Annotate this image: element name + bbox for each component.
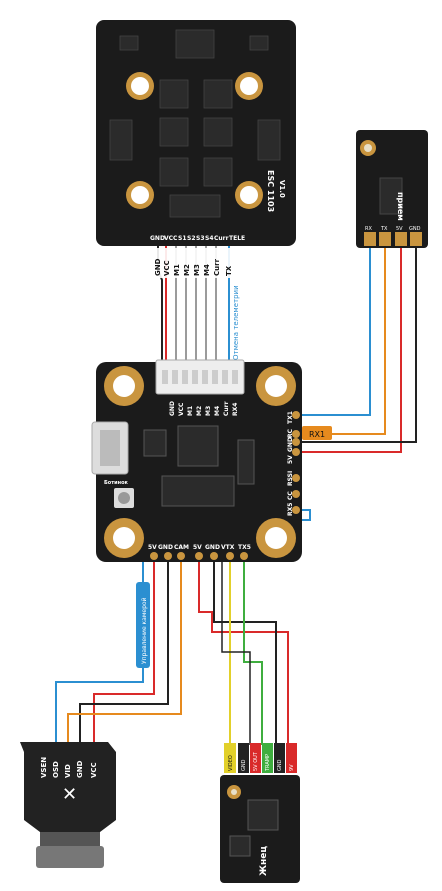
rx1-label: RX1 [302, 426, 332, 440]
wire-rx5-cam [55, 509, 311, 746]
camera-pin-2: VID [64, 764, 72, 778]
fc-conn-1: VCC [178, 402, 185, 416]
esc-wire-label-5: M4 [203, 264, 211, 276]
esc-pad-4: S3 [196, 235, 205, 242]
camera: ✕ VSEN OSD VID GND VCC [20, 742, 116, 868]
wire-vtx-tramp [243, 553, 263, 745]
receiver-pin-0: RX [365, 226, 372, 232]
fc-bottom-2: CAM [174, 544, 189, 551]
fc-conn-2: M1 [187, 406, 194, 416]
fc-right-4: RSSI [287, 471, 294, 486]
camera-pin-0: VSEN [40, 757, 48, 778]
fc-bottom-6: TX5 [238, 544, 251, 551]
vtx-pin-4: GND [277, 759, 283, 771]
fc-mcu-chip [177, 425, 219, 467]
fc-conn-3: M2 [196, 406, 203, 416]
fc-conn-4: M3 [205, 406, 212, 416]
fc-bottom-pads [150, 552, 248, 560]
fc-right-2: GND [287, 437, 294, 452]
receiver-pin-1: TX [380, 226, 388, 232]
esc-pad-5: S4 [205, 235, 214, 242]
camera-pin-4: VCC [90, 762, 98, 778]
fc-right-1: RC [287, 428, 294, 438]
esc-pad-6: Curr [214, 235, 229, 242]
fc-bottom-0: 5V [148, 544, 157, 551]
fc-bottom-labels: 5V GND CAM 5V GND VTX TX5 [148, 544, 251, 551]
wire-rx-rc [302, 248, 386, 435]
wire-vtx-5v [198, 553, 289, 745]
receiver-pins: RX TX 5V GND [364, 226, 422, 246]
vtx-pin-0: VIDEO [228, 755, 234, 771]
receiver-board: прием RX TX 5V GND [356, 130, 428, 248]
fc-right-0: TX1 [287, 411, 294, 424]
fc-conn-6: Curr [223, 401, 230, 416]
fc-right-pads [292, 411, 300, 514]
esc-wire-label-2: M1 [173, 264, 181, 276]
wire-cam-gnd [79, 553, 169, 746]
esc-pad-labels: GND VCC S1 S2 S3 S4 Curr TELE [150, 235, 245, 242]
fc-right-labels: TX1 RC GND 5V RSSI CC RX5 [287, 411, 294, 516]
fc-right-5: CC [287, 491, 294, 500]
camera-control-text: Управление камерой [141, 597, 148, 664]
fc-conn-0: GND [169, 401, 176, 416]
vtx-pin-tags: VIDEO GND 5V OUT TRAMP GND 9V [224, 743, 297, 773]
fc-esc-connector [155, 359, 245, 395]
fc-bottom-3: 5V [193, 544, 202, 551]
camera-control-note: Управление камерой [136, 582, 150, 668]
fc-right-3: 5V [287, 455, 294, 464]
telemetry-note: Отмена телеметрии [232, 285, 240, 360]
camera-logo-icon: ✕ [62, 784, 77, 805]
esc-wire-label-4: M3 [193, 264, 201, 276]
esc-board: ESC 1103 V1.0 GND VCC S1 S2 S3 S4 Curr T… [96, 20, 296, 246]
fc-osd-chip [161, 475, 235, 507]
fc-board: GND VCC M1 M2 M3 M4 Curr RX4 Ботинок TX1… [91, 359, 302, 562]
esc-pad-7: TELE [229, 235, 245, 242]
receiver-pin-3: GND [409, 226, 421, 232]
fc-bottom-1: GND [158, 544, 173, 551]
fc-bottom-4: GND [205, 544, 220, 551]
vtx-board: VIDEO GND 5V OUT TRAMP GND 9V Жнец [220, 743, 300, 883]
wire-cam-video [67, 553, 182, 746]
esc-pad-0: GND [150, 235, 165, 242]
fc-right-6: RX5 [287, 503, 294, 516]
vtx-pin-1: GND [241, 759, 247, 771]
camera-pin-labels: VSEN OSD VID GND VCC [40, 757, 98, 778]
telemetry-note-text: Отмена телеметрии [232, 285, 240, 360]
esc-wire-label-0: GND [154, 258, 162, 276]
camera-pin-3: GND [76, 760, 84, 778]
wire-vtx-gnd2 [221, 553, 251, 745]
esc-wire-label-7: TX [225, 265, 233, 276]
esc-pad-2: S1 [178, 235, 187, 242]
wire-rx-tx1 [302, 248, 371, 416]
receiver-label: прием [396, 192, 405, 221]
fc-conn-5: M4 [214, 406, 221, 416]
wire-rx-gnd [302, 248, 417, 443]
fc-conn-7: RX4 [232, 403, 239, 416]
vtx-label: Жнец [259, 846, 269, 876]
boot-button-label: Ботинок [104, 480, 129, 486]
wire-cam-5v [93, 553, 155, 746]
receiver-pin-2: 5V [396, 226, 403, 232]
vtx-pin-2: 5V OUT [253, 751, 259, 771]
vtx-pin-5: 9V [289, 764, 295, 771]
vtx-pin-3: TRAMP [265, 754, 271, 772]
rx1-label-text: RX1 [309, 430, 325, 439]
esc-wire-label-6: Curr [213, 258, 221, 276]
esc-pad-3: S2 [187, 235, 196, 242]
fc-bottom-5: VTX [221, 544, 235, 551]
esc-pad-1: VCC [164, 235, 178, 242]
wire-rx-5v [302, 248, 402, 453]
esc-model-text: ESC 1103 [266, 170, 275, 212]
camera-pin-1: OSD [52, 761, 60, 778]
fc-connector-labels: GND VCC M1 M2 M3 M4 Curr RX4 [169, 401, 239, 416]
esc-wire-label-3: M2 [183, 264, 191, 276]
esc-version-text: V1.0 [278, 180, 286, 198]
esc-wire-label-1: VCC [163, 260, 171, 276]
esc-wire-labels: GND VCC M1 M2 M3 M4 Curr TX [152, 248, 236, 278]
